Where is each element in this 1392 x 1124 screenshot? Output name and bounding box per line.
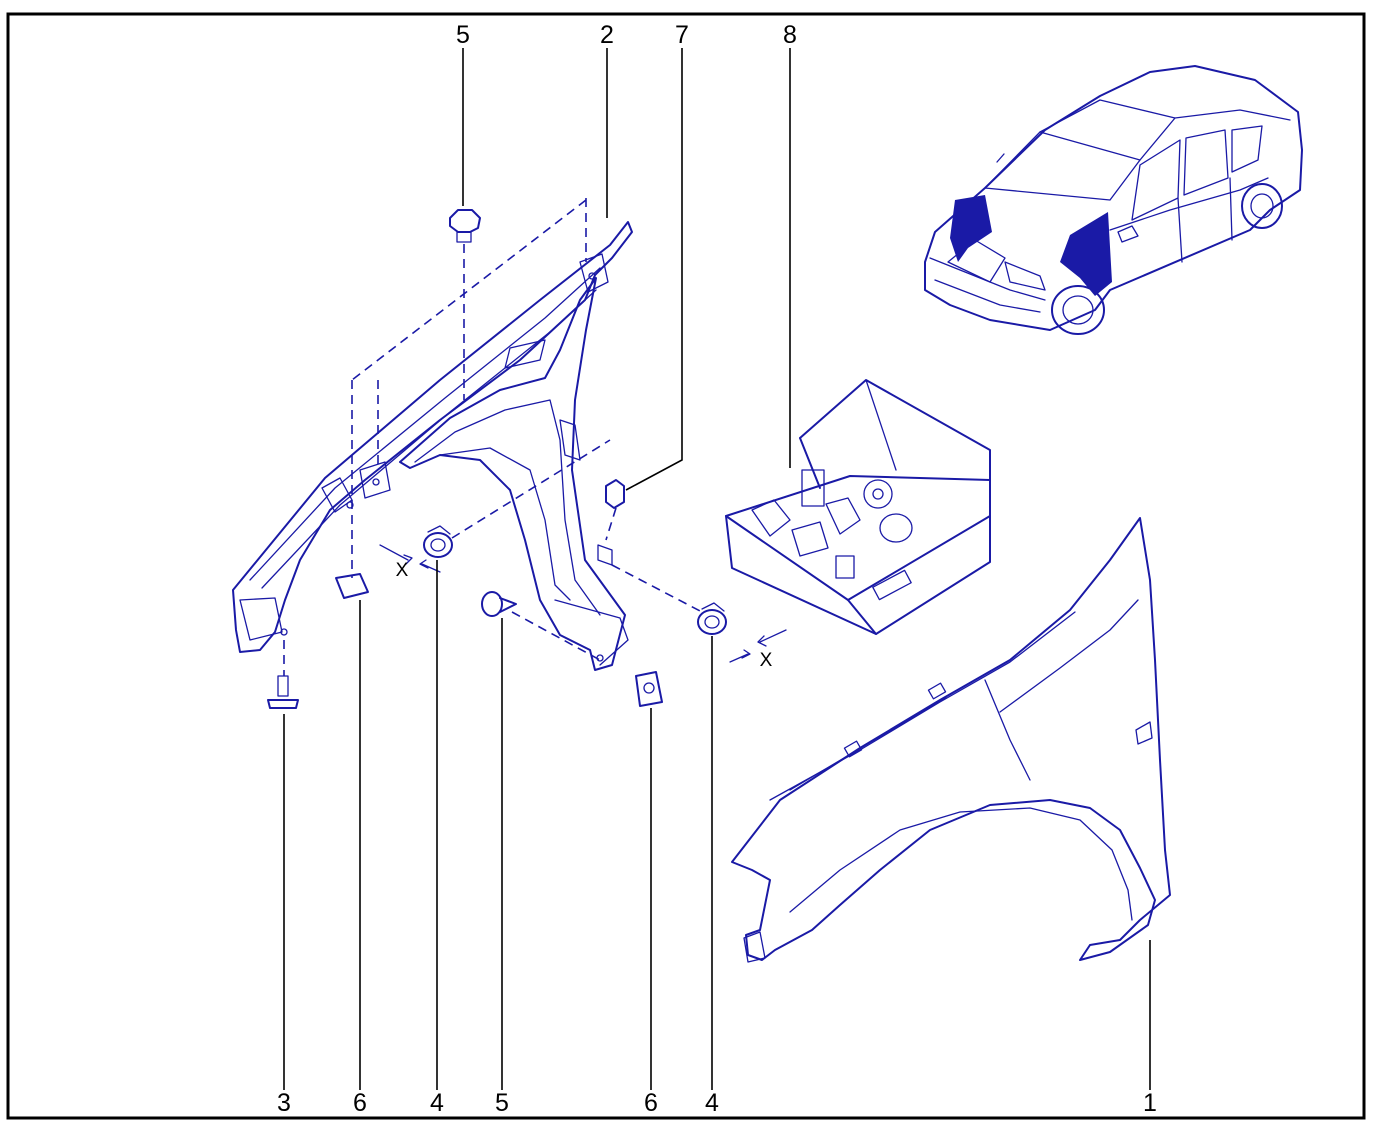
flange-nut-left [423,525,453,558]
assembly-lines [283,198,703,676]
dimension-x-right: X [729,629,787,671]
callout-leaders [283,48,1151,1090]
dimension-label-right: X [760,650,773,671]
callout-2: 2 [600,21,614,49]
parts-kit-box [725,379,991,635]
callout-3: 3 [277,1089,291,1117]
callout-7: 7 [675,21,689,49]
callout-6-right: 6 [644,1089,658,1117]
dimension-x-left: X [379,544,441,581]
screw [267,675,299,709]
clip-nut-right [635,671,663,707]
fender-support-bracket [232,221,633,671]
callout-8: 8 [783,21,797,49]
front-fender-panel [731,517,1171,963]
callout-5-bottom: 5 [495,1089,509,1117]
dimension-label-left: X [396,560,409,581]
nut-insert [605,479,625,509]
diagram-frame [6,12,1366,1120]
callout-1: 1 [1143,1089,1157,1117]
clip-fastener-top [449,209,481,243]
callout-labels-top: 5 2 7 8 [456,21,797,49]
callout-labels-bottom: 3 6 4 5 6 4 1 [277,1089,1157,1117]
flange-nut-right [697,602,727,635]
bolt-lower [481,591,517,617]
car-illustration [924,65,1303,335]
callout-5-top: 5 [456,21,470,49]
callout-4-right: 4 [705,1089,719,1117]
callout-6-left: 6 [353,1089,367,1117]
callout-4-left: 4 [430,1089,444,1117]
